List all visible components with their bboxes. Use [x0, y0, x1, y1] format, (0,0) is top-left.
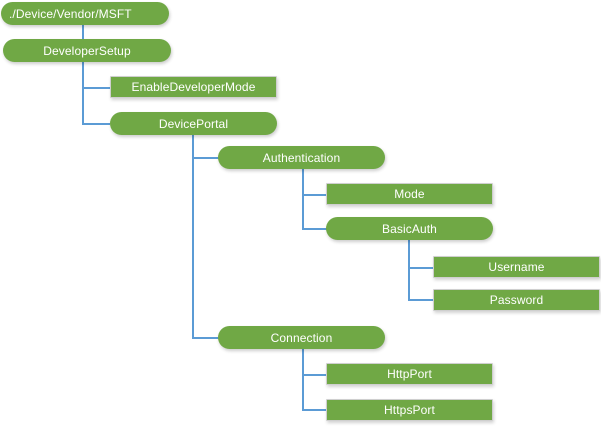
connector-devportal-trunk [192, 135, 194, 338]
connector-basicauth-trunk [408, 240, 410, 301]
tree-node-password[interactable]: Password [433, 289, 600, 311]
connector-basicauth-to-username [408, 267, 434, 269]
tree-node-label: DeveloperSetup [43, 43, 131, 58]
connector-conn-to-httpsport [302, 409, 328, 411]
connector-devsetup-trunk [82, 62, 84, 124]
connector-conn-trunk [302, 349, 304, 411]
tree-node-mode[interactable]: Mode [326, 183, 493, 205]
connector-devportal-to-conn [192, 337, 220, 339]
connector-devsetup-to-devportal [82, 123, 110, 125]
tree-node-basicauth[interactable]: BasicAuth [326, 217, 493, 240]
connector-basicauth-to-password [408, 299, 434, 301]
connector-root-to-devsetup [82, 25, 84, 39]
tree-node-label: HttpsPort [384, 403, 435, 417]
tree-node-label: DevicePortal [158, 116, 229, 131]
tree-node-root[interactable]: ./Device/Vendor/MSFT [1, 2, 169, 25]
connector-devportal-to-auth [192, 157, 220, 159]
tree-node-label: Connection [270, 330, 333, 345]
tree-node-label: HttpPort [387, 367, 432, 381]
tree-node-connection[interactable]: Connection [218, 326, 385, 349]
tree-node-label: ./Device/Vendor/MSFT [9, 6, 132, 21]
connector-auth-to-mode [302, 194, 328, 196]
connector-conn-to-httpport [302, 374, 328, 376]
tree-node-httpport[interactable]: HttpPort [326, 363, 493, 385]
tree-node-label: Password [489, 293, 544, 307]
tree-node-label: Authentication [262, 150, 341, 165]
connector-auth-to-basicauth [302, 228, 328, 230]
tree-node-username[interactable]: Username [433, 256, 600, 278]
tree-node-label: EnableDeveloperMode [131, 80, 256, 94]
tree-node-httpsport[interactable]: HttpsPort [326, 399, 493, 421]
tree-node-label: Mode [394, 187, 425, 201]
connector-auth-trunk [302, 169, 304, 229]
tree-node-devsetup[interactable]: DeveloperSetup [3, 39, 171, 62]
tree-node-enabledev[interactable]: EnableDeveloperMode [110, 76, 277, 98]
tree-node-label: BasicAuth [382, 221, 437, 236]
connector-devsetup-to-enabledev [82, 87, 110, 89]
tree-node-devportal[interactable]: DevicePortal [110, 112, 277, 135]
tree-node-label: Username [488, 260, 545, 274]
tree-node-auth[interactable]: Authentication [218, 146, 385, 169]
